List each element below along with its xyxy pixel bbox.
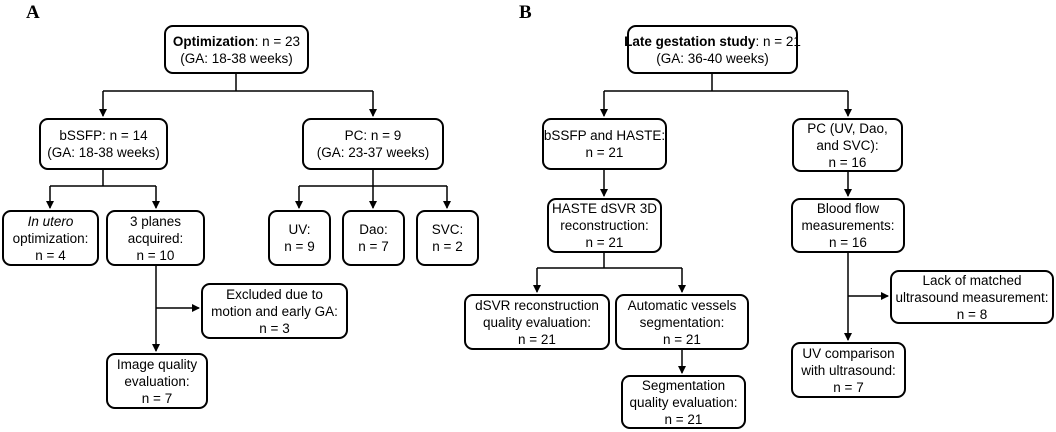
optimization-box: Optimization: n = 23 (GA: 18-38 weeks) (164, 25, 309, 74)
dsvr-quality-box: dSVR reconstruction quality evaluation: … (464, 294, 610, 350)
image-quality-count: n = 7 (141, 390, 173, 406)
dao-count: n = 7 (358, 239, 389, 254)
auto-seg-count: n = 21 (663, 331, 701, 347)
planes-count: n = 10 (136, 247, 175, 263)
seg-quality-line2: quality evaluation: (629, 394, 738, 410)
in-utero-box: In utero optimization: n = 4 (2, 210, 99, 266)
dsvr-quality-count: n = 21 (518, 331, 556, 347)
blood-flow-count: n = 16 (829, 235, 867, 250)
pc-box-b: PC (UV, Dao, and SVC): n = 16 (792, 118, 903, 172)
excluded-line1: Excluded due to (226, 286, 323, 302)
uv-comparison-box: UV comparison with ultrasound: n = 7 (791, 342, 906, 398)
late-gestation-count: : n = 21 (755, 33, 801, 49)
image-quality-line2: evaluation: (124, 373, 190, 389)
bssfp-haste-box: bSSFP and HASTE: n = 21 (542, 118, 667, 170)
dao-label: Dao: (359, 222, 388, 237)
lack-matched-line1: Lack of matched (922, 272, 1022, 288)
svc-box: SVC: n = 2 (416, 210, 479, 266)
auto-seg-line1: Automatic vessels (627, 297, 737, 313)
image-quality-box: Image quality evaluation: n = 7 (106, 353, 208, 409)
planes-line2: acquired: (127, 230, 184, 246)
bssfp-count: bSSFP: n = 14 (59, 128, 148, 143)
pc-ga-a: (GA: 23-37 weeks) (316, 145, 430, 160)
haste-dsvr-count: n = 21 (585, 235, 624, 250)
uv-comparison-line1: UV comparison (802, 345, 895, 361)
dsvr-quality-line1: dSVR reconstruction (475, 297, 599, 313)
image-quality-line1: Image quality (116, 356, 198, 372)
haste-dsvr-line1: HASTE dSVR 3D (551, 201, 658, 216)
lack-matched-line2: ultrasound measurement: (895, 289, 1049, 305)
late-gestation-title: Late gestation study (624, 33, 756, 49)
optimization-ga: (GA: 18-38 weeks) (180, 50, 293, 66)
blood-flow-line1: Blood flow (816, 201, 880, 216)
lack-matched-box: Lack of matched ultrasound measurement: … (890, 270, 1054, 324)
pc-b-count: n = 16 (828, 154, 867, 170)
optimization-count: : n = 23 (254, 33, 301, 49)
pc-b-line2: and SVC): (816, 137, 879, 153)
in-utero-label: In utero (27, 213, 74, 229)
haste-dsvr-line2: reconstruction: (560, 218, 649, 233)
blood-flow-line2: measurements: (801, 218, 895, 233)
bssfp-ga: (GA: 18-38 weeks) (47, 145, 160, 160)
excluded-line2: motion and early GA: (211, 303, 338, 319)
bssfp-haste-count: n = 21 (585, 145, 624, 160)
auto-seg-box: Automatic vessels segmentation: n = 21 (615, 294, 749, 350)
dao-box: Dao: n = 7 (342, 210, 405, 266)
panel-label-b: B (519, 2, 532, 23)
pc-count-a: PC: n = 9 (344, 128, 402, 143)
svc-label: SVC: (431, 222, 464, 237)
auto-seg-line2: segmentation: (639, 314, 725, 330)
uv-box: UV: n = 9 (268, 210, 331, 266)
late-gestation-ga: (GA: 36-40 weeks) (656, 50, 769, 66)
pc-box-a: PC: n = 9 (GA: 23-37 weeks) (302, 118, 444, 170)
uv-label: UV: (288, 222, 311, 237)
pc-b-line1: PC (UV, Dao, (807, 120, 888, 136)
uv-count: n = 9 (284, 239, 315, 254)
planes-line1: 3 planes (129, 213, 182, 229)
svc-count: n = 2 (432, 239, 463, 254)
in-utero-line2: optimization: (12, 230, 89, 246)
late-gestation-box: Late gestation study: n = 21 (GA: 36-40 … (624, 25, 801, 74)
seg-quality-box: Segmentation quality evaluation: n = 21 (621, 375, 746, 429)
seg-quality-count: n = 21 (664, 411, 703, 427)
uv-comparison-line2: with ultrasound: (801, 362, 896, 378)
optimization-title: Optimization (172, 33, 255, 49)
haste-dsvr-box: HASTE dSVR 3D reconstruction: n = 21 (547, 198, 662, 253)
in-utero-count: n = 4 (35, 247, 66, 263)
bssfp-box: bSSFP: n = 14 (GA: 18-38 weeks) (39, 118, 168, 170)
dsvr-quality-line2: quality evaluation: (482, 314, 592, 330)
panel-label-a: A (26, 2, 40, 23)
planes-box: 3 planes acquired: n = 10 (106, 210, 205, 266)
excluded-count: n = 3 (259, 320, 290, 336)
excluded-box: Excluded due to motion and early GA: n =… (201, 283, 348, 339)
blood-flow-box: Blood flow measurements: n = 16 (791, 198, 905, 253)
seg-quality-line1: Segmentation (641, 377, 726, 393)
uv-comparison-count: n = 7 (833, 379, 864, 395)
lack-matched-count: n = 8 (956, 306, 988, 322)
bssfp-haste-label: bSSFP and HASTE: (543, 128, 666, 143)
